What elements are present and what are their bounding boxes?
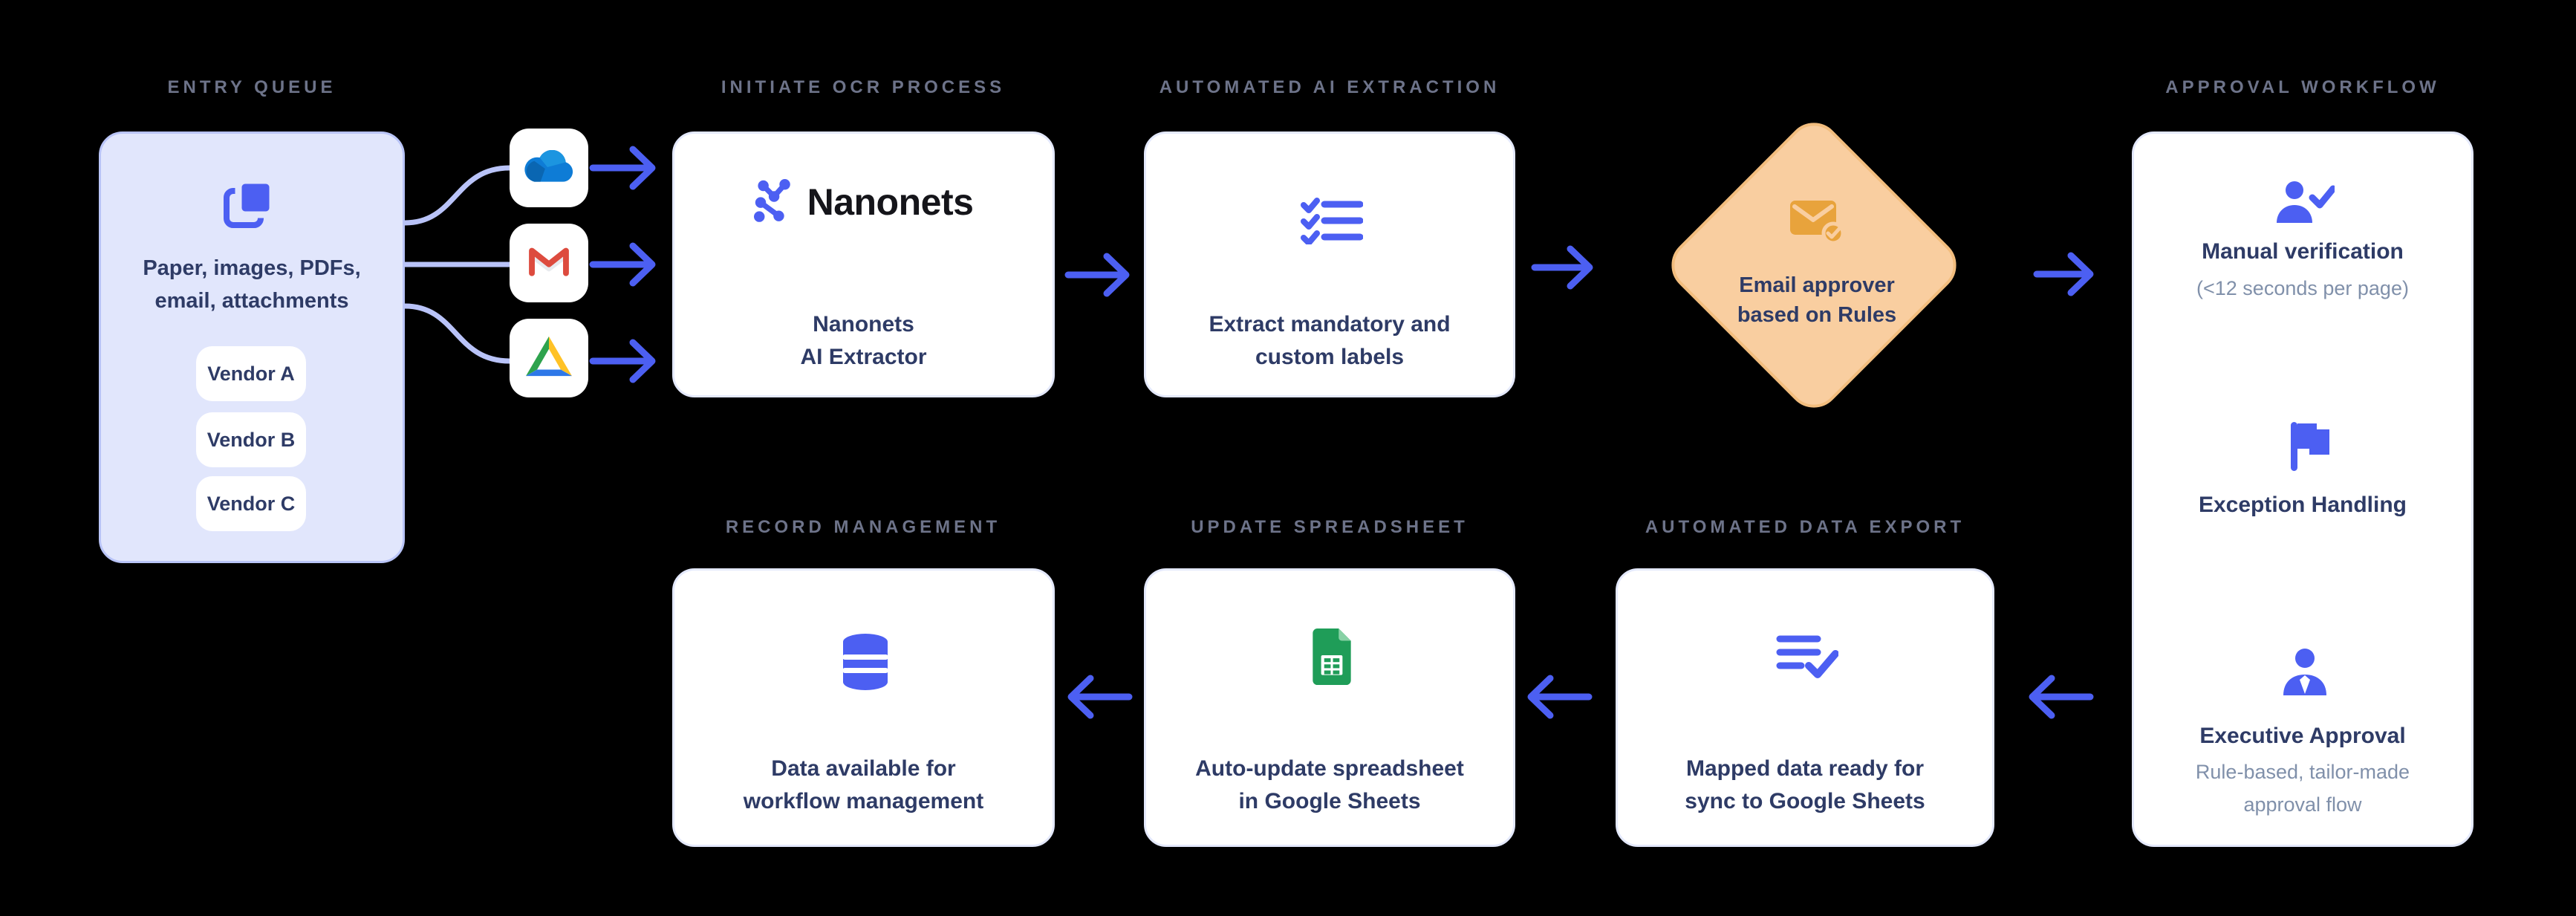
stage-label-ai-extraction: AUTOMATED AI EXTRACTION <box>1159 77 1500 97</box>
gmail-tile <box>510 224 588 302</box>
stage-label-update-spreadsheet: UPDATE SPREADSHEET <box>1191 517 1468 537</box>
connector-entry-to-drive <box>402 303 513 364</box>
person-check-icon <box>2275 180 2335 226</box>
nanonets-logo: Nanonets <box>674 177 1053 227</box>
entry-description-line1: Paper, images, PDFs, <box>143 256 361 280</box>
copy-icon <box>222 176 276 230</box>
arrow-export-to-spreadsheet <box>1527 675 1593 719</box>
entry-description: Paper, images, PDFs, email, attachments <box>101 252 403 317</box>
spreadsheet-text: Auto-update spreadsheet in Google Sheets <box>1146 753 1513 818</box>
spreadsheet-card: Auto-update spreadsheet in Google Sheets <box>1144 568 1515 847</box>
vendor-chip-c: Vendor C <box>196 476 306 531</box>
nanonets-logo-icon <box>753 177 796 227</box>
decision-diamond: Email approver based on Rules <box>1660 111 1968 419</box>
gmail-icon <box>527 244 570 282</box>
entry-description-line2: email, attachments <box>155 289 349 313</box>
entry-queue-box: Paper, images, PDFs, email, attachments … <box>99 131 405 563</box>
ocr-card: Nanonets Nanonets AI Extractor <box>672 131 1055 397</box>
records-text: Data available for workflow management <box>674 753 1053 818</box>
stage-label-automated-data-export: AUTOMATED DATA EXPORT <box>1645 517 1965 537</box>
vendor-chip-label: Vendor C <box>206 492 296 515</box>
onedrive-icon <box>524 149 573 186</box>
database-icon <box>842 633 889 691</box>
stage-label-record-management: RECORD MANAGEMENT <box>725 517 1001 537</box>
export-text-line2: sync to Google Sheets <box>1685 789 1925 813</box>
google-sheets-icon <box>1310 627 1354 685</box>
approval-card: Manual verification (<12 seconds per pag… <box>2132 131 2473 847</box>
extraction-text: Extract mandatory and custom labels <box>1146 308 1513 374</box>
export-text-line1: Mapped data ready for <box>1685 756 1925 781</box>
playlist-check-icon <box>1776 633 1838 679</box>
executive-approval-title: Executive Approval <box>2199 724 2406 748</box>
exception-handling-title: Exception Handling <box>2198 493 2407 517</box>
checklist-icon <box>1301 197 1363 244</box>
stage-label-approval-workflow: APPROVAL WORKFLOW <box>2165 77 2440 97</box>
decision-text-line2: based on Rules <box>1737 303 1897 327</box>
ocr-caption-line2: AI Extractor <box>800 345 927 369</box>
ocr-caption-line1: Nanonets <box>813 312 914 337</box>
vendor-chip-b: Vendor B <box>196 412 306 467</box>
arrow-gmail-to-ocr <box>589 242 656 287</box>
flag-icon <box>2288 420 2331 472</box>
manual-verification-subtitle: (<12 seconds per page) <box>2196 277 2409 299</box>
arrow-onedrive-to-ocr <box>589 146 656 190</box>
google-drive-icon <box>526 336 572 380</box>
arrow-approval-to-export <box>2029 675 2094 719</box>
arrow-decision-to-approval <box>2033 252 2094 296</box>
extraction-card: Extract mandatory and custom labels <box>1144 131 1515 397</box>
connector-entry-to-onedrive <box>402 165 513 226</box>
decision-text: Email approver based on Rules <box>1679 270 1955 330</box>
email-check-icon <box>1789 199 1845 244</box>
vendor-chip-label: Vendor B <box>206 428 296 451</box>
person-tie-icon <box>2280 648 2329 697</box>
executive-approval-subtitle-line1: Rule-based, tailor-made <box>2195 761 2410 783</box>
vendor-chip-label: Vendor A <box>207 362 295 385</box>
arrow-ocr-to-extraction <box>1064 253 1130 297</box>
arrow-drive-to-ocr <box>589 339 656 383</box>
arrow-spreadsheet-to-records <box>1067 675 1133 719</box>
ocr-caption: Nanonets AI Extractor <box>674 308 1053 374</box>
nanonets-wordmark: Nanonets <box>807 181 974 223</box>
onedrive-tile <box>510 129 588 207</box>
spreadsheet-text-line2: in Google Sheets <box>1238 789 1421 813</box>
stage-label-entry-queue: ENTRY QUEUE <box>167 77 336 97</box>
extraction-text-line1: Extract mandatory and <box>1209 312 1451 337</box>
records-card: Data available for workflow management <box>672 568 1055 847</box>
export-card: Mapped data ready for sync to Google She… <box>1616 568 1994 847</box>
executive-approval-subtitle: Rule-based, tailor-made approval flow <box>2134 756 2471 821</box>
arrow-extraction-to-decision <box>1531 245 1593 290</box>
vendor-chip-a: Vendor A <box>196 346 306 401</box>
records-text-line1: Data available for <box>771 756 956 781</box>
stage-label-initiate-ocr: INITIATE OCR PROCESS <box>721 77 1006 97</box>
manual-verification-title: Manual verification <box>2202 239 2404 264</box>
spreadsheet-text-line1: Auto-update spreadsheet <box>1195 756 1464 781</box>
decision-diamond-content: Email approver based on Rules <box>1708 160 1919 371</box>
extraction-text-line2: custom labels <box>1255 345 1405 369</box>
decision-text-line1: Email approver <box>1739 273 1895 297</box>
executive-approval-subtitle-line2: approval flow <box>2243 793 2362 816</box>
records-text-line2: workflow management <box>743 789 984 813</box>
google-drive-tile <box>510 319 588 397</box>
export-text: Mapped data ready for sync to Google She… <box>1618 753 1992 818</box>
